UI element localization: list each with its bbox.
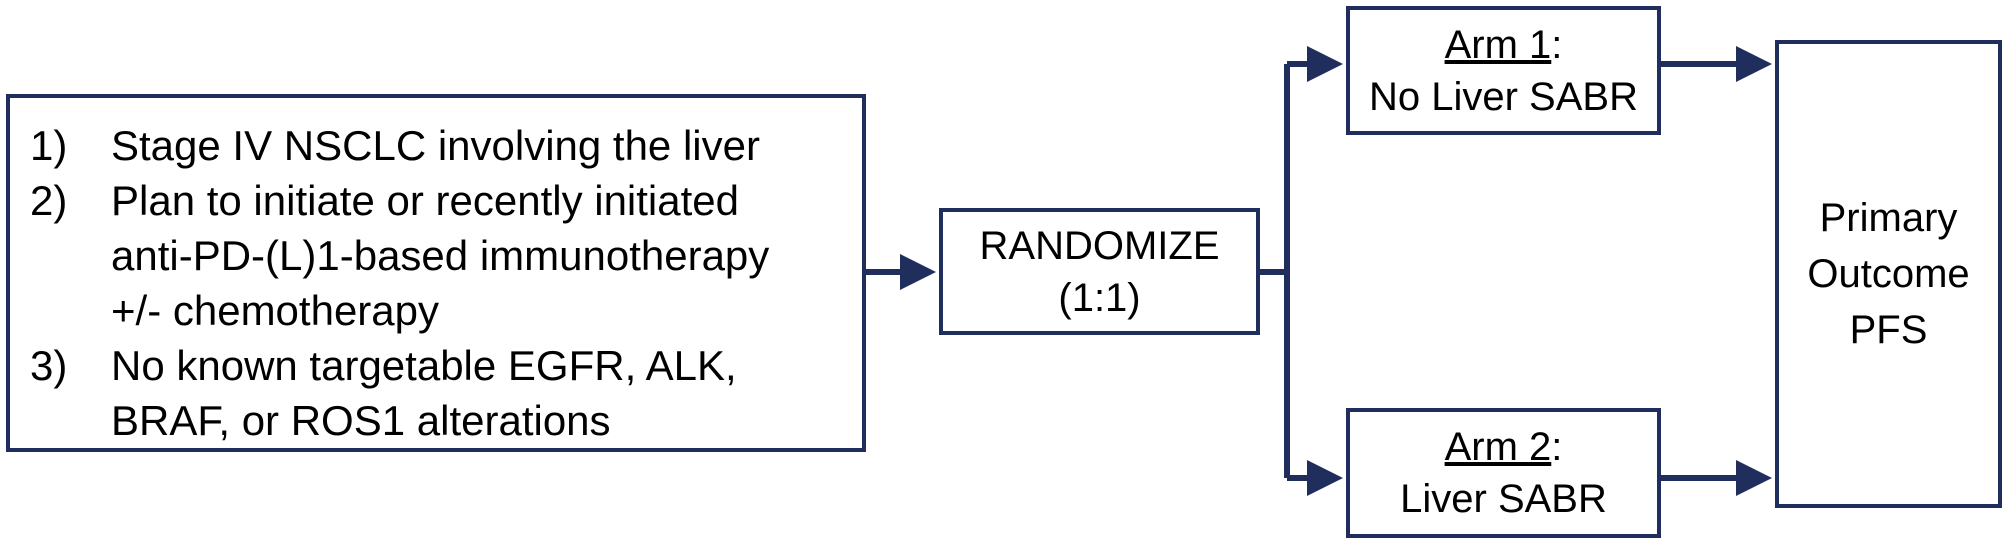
criterion-3-line-1: No known targetable EGFR, ALK, [111,342,737,389]
arm-1-box: Arm 1: No Liver SABR [1346,6,1661,135]
randomize-label: RANDOMIZE [979,223,1220,268]
criterion-2-text: Plan to initiate or recently initiated a… [111,173,846,338]
criterion-1-line-1: Stage IV NSCLC involving the liver [111,122,760,169]
arm-2-description: Liver SABR [1400,477,1607,521]
outcome-line-2: Outcome [1807,252,1970,296]
arm-2-colon: : [1551,425,1563,469]
criterion-3-number: 3) [30,342,68,389]
criterion-2-line-2: anti-PD-(L)1-based immunotherapy [111,232,770,279]
branch-connector [1260,64,1290,478]
outcome-line-3: PFS [1849,308,1928,352]
arm-1-description: No Liver SABR [1369,74,1638,119]
criterion-1-number: 1) [30,122,68,169]
randomize-ratio: (1:1) [1058,275,1141,320]
eligibility-criteria-box: 1) Stage IV NSCLC involving the liver 2)… [6,94,866,452]
criterion-3: 3) No known targetable EGFR, ALK, BRAF, … [30,338,846,448]
criterion-2-number: 2) [30,177,68,224]
criterion-2: 2) Plan to initiate or recently initiate… [30,173,846,338]
arm-2-title: Arm 2 [1444,425,1552,469]
randomize-box: RANDOMIZE (1:1) [939,208,1260,335]
criterion-2-line-3: +/- chemotherapy [111,287,440,334]
arm-2-box: Arm 2: Liver SABR [1346,408,1661,538]
primary-outcome-box: Primary Outcome PFS [1775,40,2002,508]
arm-1-colon: : [1551,22,1563,67]
criterion-2-line-1: Plan to initiate or recently initiated [111,177,740,224]
criterion-3-text: No known targetable EGFR, ALK, BRAF, or … [111,338,846,448]
criterion-3-line-2: BRAF, or ROS1 alterations [111,397,611,444]
criterion-1: 1) Stage IV NSCLC involving the liver [30,118,846,173]
outcome-line-1: Primary [1819,196,1958,240]
arm-1-title: Arm 1 [1444,22,1552,67]
arm-2-heading: Arm 2: [1445,421,1563,473]
arm-1-heading: Arm 1: [1445,19,1563,71]
criterion-1-text: Stage IV NSCLC involving the liver [111,118,846,173]
